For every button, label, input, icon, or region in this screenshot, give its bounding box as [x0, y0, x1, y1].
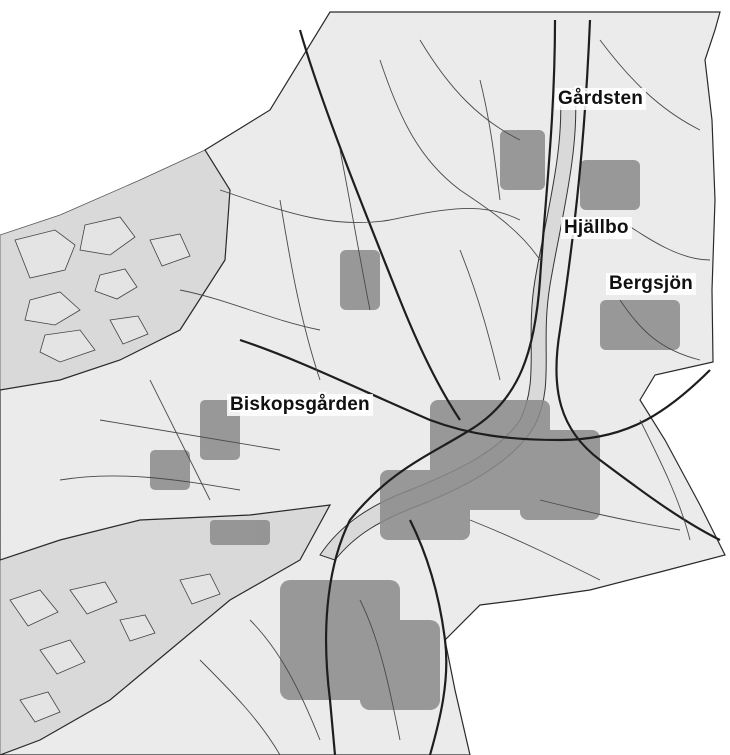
municipality-land	[0, 11, 726, 755]
major-roads	[239, 19, 721, 755]
built-up-areas	[150, 130, 680, 710]
label-gardsten: Gårdsten	[555, 88, 647, 110]
archipelago-islands	[9, 216, 221, 723]
label-biskopsgarden: Biskopsgården	[227, 394, 373, 416]
label-bergsjon: Bergsjön	[606, 273, 696, 295]
minor-roads	[59, 39, 711, 755]
label-hjallbo: Hjällbo	[561, 217, 632, 239]
